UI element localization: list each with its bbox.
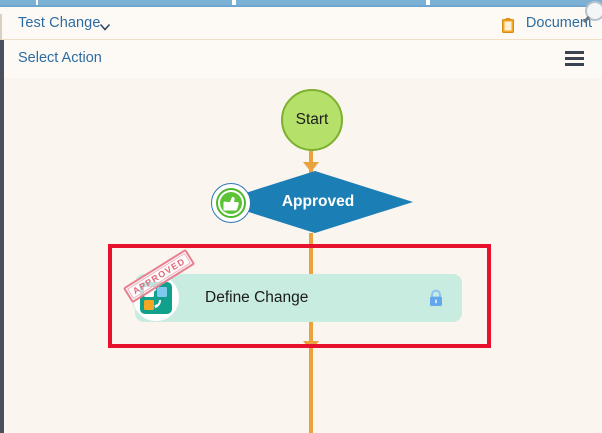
lock-icon bbox=[428, 289, 444, 307]
header-bar: Test Change Document bbox=[0, 1, 602, 47]
flow-canvas[interactable]: Start Approved Define Change bbox=[4, 78, 602, 433]
thumbs-up-icon bbox=[211, 183, 251, 223]
chevron-down-icon[interactable] bbox=[99, 20, 111, 32]
flow-node-start-label: Start bbox=[295, 111, 329, 128]
hamburger-bar-3 bbox=[565, 63, 584, 66]
select-action-button[interactable]: Select Action bbox=[18, 50, 102, 66]
page-title[interactable]: Test Change bbox=[18, 15, 101, 31]
hamburger-bar-1 bbox=[565, 51, 584, 54]
flow-node-define-change-label: Define Change bbox=[205, 289, 309, 306]
document-link[interactable]: Document bbox=[525, 15, 592, 31]
connector-approved-to-define bbox=[309, 233, 313, 285]
flow-node-define-change[interactable]: Define Change bbox=[135, 274, 462, 322]
tab-strip-underline bbox=[0, 5, 602, 7]
flow-node-approved-label: Approved bbox=[281, 193, 355, 210]
hamburger-bar-2 bbox=[565, 57, 584, 60]
connector-define-to-benchmark bbox=[309, 322, 313, 433]
magnifier-icon[interactable] bbox=[582, 0, 602, 26]
action-bar: Select Action bbox=[0, 40, 602, 78]
selection-highlight-rect bbox=[108, 244, 491, 348]
tab-segment-1[interactable] bbox=[0, 0, 36, 7]
tab-segment-4[interactable] bbox=[430, 0, 602, 7]
clipboard-icon bbox=[502, 18, 514, 33]
tab-segment-3[interactable] bbox=[236, 0, 426, 7]
left-edge-rail bbox=[0, 40, 4, 433]
hamburger-menu-icon[interactable] bbox=[565, 51, 584, 66]
flow-node-approved[interactable]: Approved bbox=[211, 171, 413, 233]
flow-node-start[interactable]: Start bbox=[281, 89, 343, 151]
header-left-edge bbox=[0, 14, 2, 47]
arrowhead-start-to-approved bbox=[303, 162, 319, 172]
tab-segment-2[interactable] bbox=[38, 0, 232, 7]
browser-tab-strip bbox=[0, 0, 602, 7]
